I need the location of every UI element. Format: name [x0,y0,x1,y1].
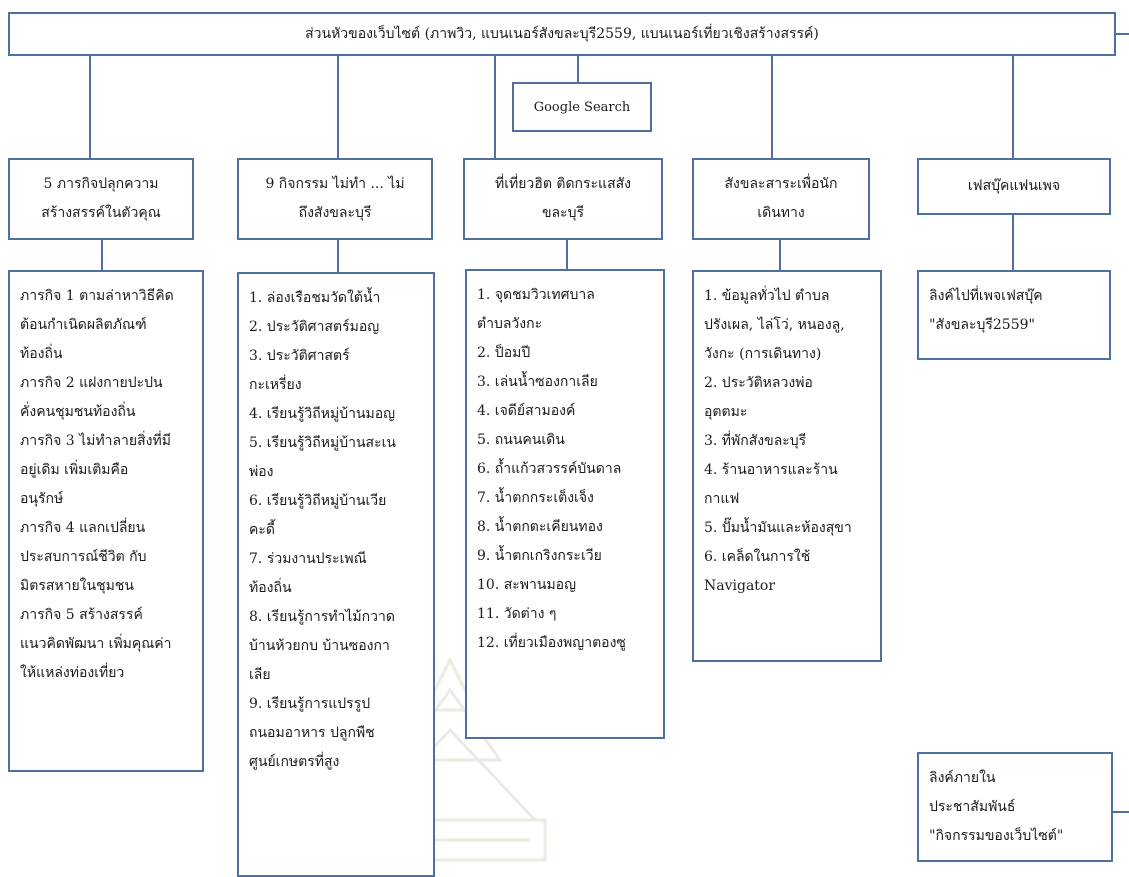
section-header-creative-missions: 5 ภารกิจปลุกความ สร้างสรรค์ในตัวคุณ [8,158,194,240]
website-header-box: ส่วนหัวของเว็บไซต์ (ภาพวิว, แบนเนอร์สังข… [8,12,1116,56]
list-item: 5. ปั๊มน้ำมันและห้องสุขา [704,520,852,536]
list-item: 2. ป็อมปี [477,345,531,361]
list-item: 3. เล่นน้ำซองกาเลีย [477,374,598,390]
list-item: ภารกิจ 1 ตามล่าหาวิธีคิด ต้อนกำเนิดผลิตภ… [20,288,174,362]
list-creative-missions: ภารกิจ 1 ตามล่าหาวิธีคิด ต้อนกำเนิดผลิตภ… [8,270,204,772]
list-item: 6. เคล็ดในการใช้ Navigator [704,549,811,594]
section-header-facebook-fanpage: เฟสบุ๊คแฟนเพจ [917,158,1111,215]
section-header-nine-activities: 9 กิจกรรม ไม่ทำ ... ไม่ ถึงสังขละบุรี [237,158,433,240]
list-item: 9. เรียนรู้การแปรรูป ถนอมอาหาร ปลูกพืช ศ… [249,696,375,770]
list-item: 3. ที่พักสังขละบุรี [704,433,807,449]
section-title: 9 กิจกรรม ไม่ทำ ... ไม่ ถึงสังขละบุรี [265,176,405,221]
google-search-label: Google Search [533,99,631,115]
list-item: 1. ล่องเรือชมวัดใต้น้ำ [249,290,381,306]
list-item: 11. วัดต่าง ๆ [477,606,557,622]
section-title: 5 ภารกิจปลุกความ สร้างสรรค์ในตัวคุณ [41,176,161,221]
list-item: 5. ถนนคนเดิน [477,432,565,448]
facebook-link-text: ลิงค์ไปที่เพจเฟสบุ๊ค "สังขละบุรี2559" [929,288,1043,333]
list-item: ภารกิจ 3 ไม่ทำลายสิ่งที่มี อยู่เดิม เพิ่… [20,433,171,507]
section-header-hot-attractions: ที่เที่ยวฮิต ติดกระแสสัง ขละบุรี [463,158,663,240]
section-title: เฟสบุ๊คแฟนเพจ [967,178,1061,194]
list-item: 4. เรียนรู้วิถีหมู่บ้านมอญ [249,406,396,422]
list-item: 6. ถ้ำแก้วสวรรค์บันดาล [477,461,622,477]
list-item: 7. น้ำตกกระเต็งเจ็ง [477,490,594,506]
list-item: ภารกิจ 4 แลกเปลี่ยน ประสบการณ์ชีวิต กับ … [20,520,147,594]
list-item: 10. สะพานมอญ [477,577,577,593]
list-item: 12. เที่ยวเมืองพญาตองซู [477,635,626,651]
list-item: 5. เรียนรู้วิถีหมู่บ้านสะเน พ่อง [249,435,396,480]
list-item: 2. ประวัติหลวงพ่อ อุตตมะ [704,375,813,420]
list-item: 9. น้ำตกเกริงกระเวีย [477,548,602,564]
list-item: 8. น้ำตกตะเคียนทอง [477,519,603,535]
list-item: 8. เรียนรู้การทำไม้กวาด บ้านห้วยกบ บ้านซ… [249,609,395,683]
list-item: ภารกิจ 5 สร้างสรรค์ แนวคิดพัฒนา เพิ่มคุณ… [20,607,172,681]
facebook-link-box: ลิงค์ไปที่เพจเฟสบุ๊ค "สังขละบุรี2559" [917,270,1111,360]
list-item: 1. จุดชมวิวเทศบาล ตำบลวังกะ [477,287,595,332]
internal-link-text: ลิงค์ภายใน ประชาสัมพันธ์ "กิจกรรมของเว็บ… [929,770,1064,844]
section-header-traveler-info: สังขละสาระเพื่อนัก เดินทาง [692,158,870,240]
google-search-box: Google Search [512,82,652,132]
list-item: 2. ประวัติศาสตร์มอญ [249,319,380,335]
list-hot-attractions: 1. จุดชมวิวเทศบาล ตำบลวังกะ 2. ป็อมปี 3.… [465,269,665,739]
section-title: สังขละสาระเพื่อนัก เดินทาง [724,176,838,221]
list-item: 4. เจดีย์สามองค์ [477,403,576,419]
list-item: 1. ข้อมูลทั่วไป ตำบล ปรังเผล, ไล่โว่, หน… [704,288,845,362]
list-nine-activities: 1. ล่องเรือชมวัดใต้น้ำ 2. ประวัติศาสตร์ม… [237,272,435,877]
list-item: 6. เรียนรู้วิถีหมู่บ้านเวีย คะดี้ [249,493,387,538]
list-item: 7. ร่วมงานประเพณี ท้องถิ่น [249,551,367,596]
list-item: 4. ร้านอาหารและร้าน กาแฟ [704,462,838,507]
internal-link-box: ลิงค์ภายใน ประชาสัมพันธ์ "กิจกรรมของเว็บ… [917,752,1113,862]
section-title: ที่เที่ยวฮิต ติดกระแสสัง ขละบุรี [494,176,632,221]
list-item: ภารกิจ 2 แฝงกายปะปน คั่งคนชุมชนท้องถิ่น [20,375,163,420]
list-traveler-info: 1. ข้อมูลทั่วไป ตำบล ปรังเผล, ไล่โว่, หน… [692,270,882,662]
list-item: 3. ประวัติศาสตร์ กะเหรี่ยง [249,348,350,393]
website-header-label: ส่วนหัวของเว็บไซต์ (ภาพวิว, แบนเนอร์สังข… [305,25,819,42]
